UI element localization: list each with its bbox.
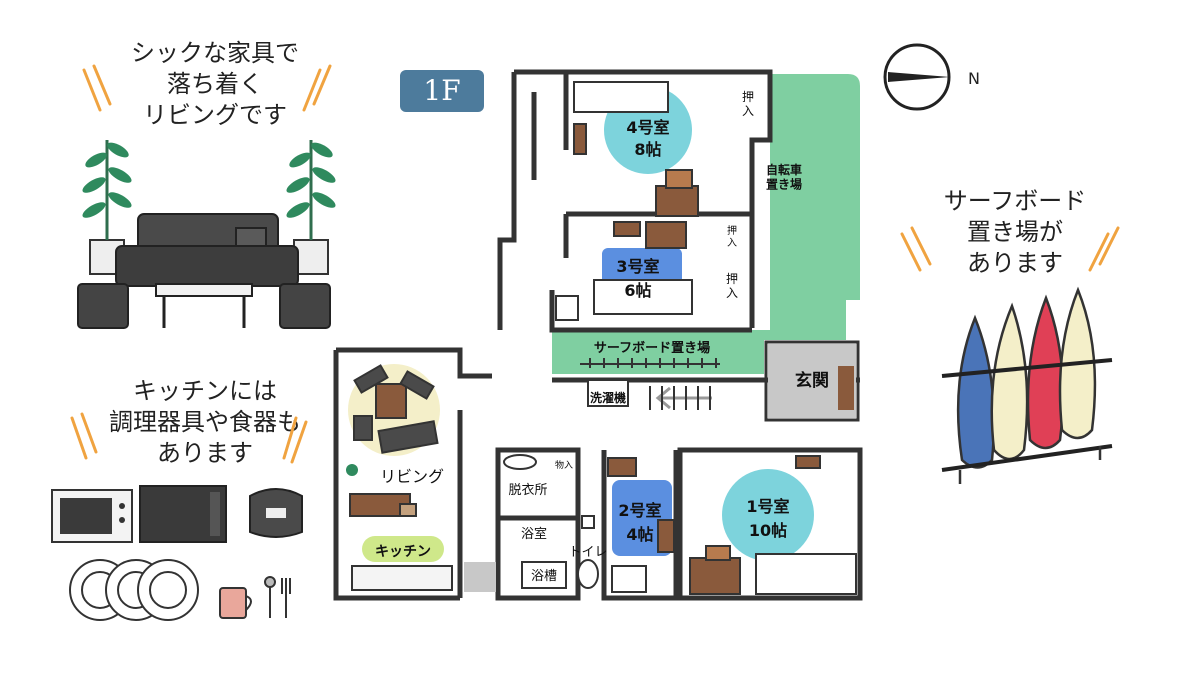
furniture xyxy=(349,81,857,595)
room1-circle xyxy=(722,469,814,561)
room4-size: 8帖 xyxy=(634,140,661,159)
surfboard-area-label: サーフボード置き場 xyxy=(594,340,710,356)
sofa-icon xyxy=(77,213,331,329)
room2-size: 4帖 xyxy=(626,525,653,544)
room3-name: 3号室 xyxy=(616,257,659,276)
floor-badge: 1F xyxy=(400,70,484,112)
plant-icon-right xyxy=(286,140,336,275)
rack-marks xyxy=(580,358,720,368)
kitchen-label: キッチン xyxy=(375,544,431,560)
storage-label: 物入 xyxy=(555,459,573,471)
laundry-label: 洗濯機 xyxy=(590,390,626,405)
living-label: リビング xyxy=(380,467,444,486)
closet-label-room4: 押 入 xyxy=(741,90,754,118)
oven-icon xyxy=(139,485,227,543)
room1-name: 1号室 xyxy=(746,497,789,516)
cup-icon xyxy=(219,587,252,619)
stairs xyxy=(649,386,711,410)
toilet-label: トイレ xyxy=(568,545,607,560)
compass-label: N xyxy=(968,69,980,88)
bathtub-label: 浴槽 xyxy=(531,569,557,584)
compass-icon xyxy=(883,43,951,111)
plant-marker-icon xyxy=(346,464,358,476)
living-callout: シックな家具で 落ち着く リビングです xyxy=(131,39,299,129)
surfboard-callout: サーフボード 置き場が あります xyxy=(943,187,1087,277)
room4-name: 4号室 xyxy=(626,118,669,137)
closet-label-room3: 押 入 xyxy=(725,272,738,300)
closet-label-room3-small: 押 入 xyxy=(727,226,737,249)
room3-size: 6帖 xyxy=(624,281,651,300)
bathroom-label: 浴室 xyxy=(521,526,547,542)
room2-name: 2号室 xyxy=(618,501,661,520)
accent-ticks xyxy=(70,64,1120,464)
microwave-icon xyxy=(51,489,133,543)
kitchen-label-pad xyxy=(362,536,444,562)
dressing-room-label: 脱衣所 xyxy=(508,482,547,498)
entrance-label: 玄関 xyxy=(795,370,829,391)
plates-icon xyxy=(69,559,199,621)
surfboards-icon xyxy=(941,286,1113,484)
room1-size: 10帖 xyxy=(749,521,787,540)
room3-highlight xyxy=(602,248,682,288)
surfboard-storage-area xyxy=(552,330,764,374)
bicycle-parking-label: 自転車置き場 xyxy=(766,162,802,191)
kitchen-callout: キッチンには 調理器具や食器も あります xyxy=(109,377,301,467)
utensils-icon xyxy=(264,576,291,618)
rice-cooker-icon xyxy=(249,488,303,538)
